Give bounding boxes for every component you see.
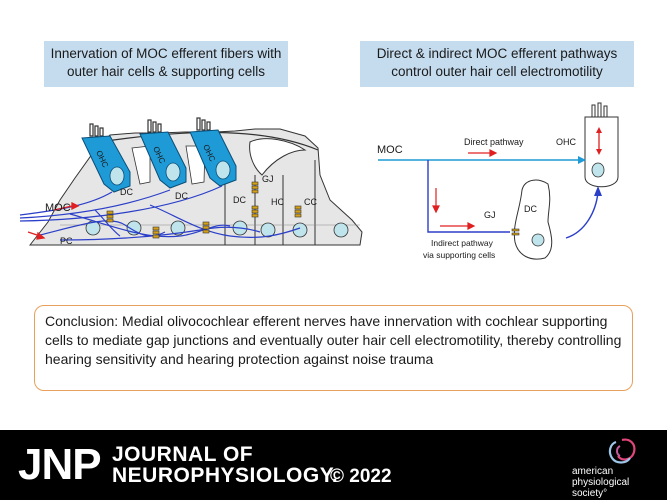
cc-label: CC: [304, 197, 317, 207]
aps-name: american physiological society°: [572, 466, 629, 499]
left-panel-title: Innervation of MOC efferent fibers with …: [44, 41, 288, 87]
indirect-pathway-line: [427, 160, 510, 233]
jnp-logo: JNP: [18, 440, 102, 489]
aps-logo-icon: [608, 438, 636, 464]
hc-label: HC: [271, 197, 284, 207]
direct-pathway-label: Direct pathway: [464, 137, 524, 147]
moc-nerve-fibers: [19, 185, 301, 241]
indirect-pathway-label-1: Indirect pathway: [431, 238, 494, 248]
conclusion-box: Conclusion: Medial olivocochlear efferen…: [34, 305, 633, 391]
ohc-cell-right: OHC: [556, 102, 619, 188]
dc-nucleus-right: [531, 233, 545, 247]
pathway-diagram: OHC MOC Direct pathway GJ DC Indirect pa…: [377, 102, 619, 260]
gj-label-left: GJ: [262, 174, 274, 184]
aps-line-1: american: [572, 466, 614, 477]
gj-label-right: GJ: [484, 210, 496, 220]
journal-footer: JNP JOURNAL OF NEUROPHYSIOLOGY. © 2022 a…: [0, 430, 667, 500]
gap-junction-icon: [294, 205, 302, 218]
journal-name-line2: NEUROPHYSIOLOGY.: [112, 464, 339, 487]
dc-to-ohc-arrowhead: [594, 186, 602, 196]
gap-junction-icon: [251, 205, 259, 218]
stereocilia: [89, 117, 211, 137]
gap-junction-icon: [251, 181, 259, 194]
space-1: [131, 145, 151, 185]
ohc-label-right: OHC: [556, 137, 577, 147]
direct-red-arrow: [468, 149, 498, 157]
dc-label-2: DC: [175, 191, 188, 201]
gap-junction-icon: [152, 226, 160, 239]
right-panel-title: Direct & indirect MOC efferent pathways …: [360, 41, 634, 87]
gap-junctions: [106, 181, 302, 239]
copyright: © 2022: [330, 466, 392, 487]
pc-label: PC: [60, 236, 73, 246]
aps-line-3: society°: [572, 488, 608, 499]
left-red-arrows: [27, 201, 80, 240]
aps-line-2: physiological: [572, 477, 630, 488]
dc-label-1: DC: [120, 187, 133, 197]
indirect-pathway-label-2: via supporting cells: [423, 250, 495, 260]
supporting-cell-nuclei: [85, 220, 349, 238]
tunnel-space: [249, 138, 307, 176]
diagram-canvas: OHC OHC OHC: [19, 102, 619, 260]
moc-label-left: MOC: [45, 202, 71, 214]
dc-label-right: DC: [524, 204, 537, 214]
dc-cell-right: [513, 179, 553, 260]
outer-hair-cell-1: OHC: [81, 135, 131, 193]
gap-junction-icon: [511, 228, 520, 236]
outer-hair-cell-2: OHC: [139, 131, 187, 189]
direct-pathway-arrowhead: [578, 156, 586, 164]
organ-of-corti-diagram: OHC OHC OHC: [19, 117, 363, 246]
indirect-red-arrows: [432, 188, 476, 230]
outer-hair-cell-3: OHC: [189, 129, 237, 187]
gap-junction-icon: [202, 221, 210, 234]
dc-label-3: DC: [233, 195, 246, 205]
dc-to-ohc-pathway: [565, 191, 599, 239]
gap-junction-icon: [106, 210, 114, 223]
moc-label-right: MOC: [377, 144, 403, 156]
journal-name-line1: JOURNAL OF: [112, 443, 254, 466]
